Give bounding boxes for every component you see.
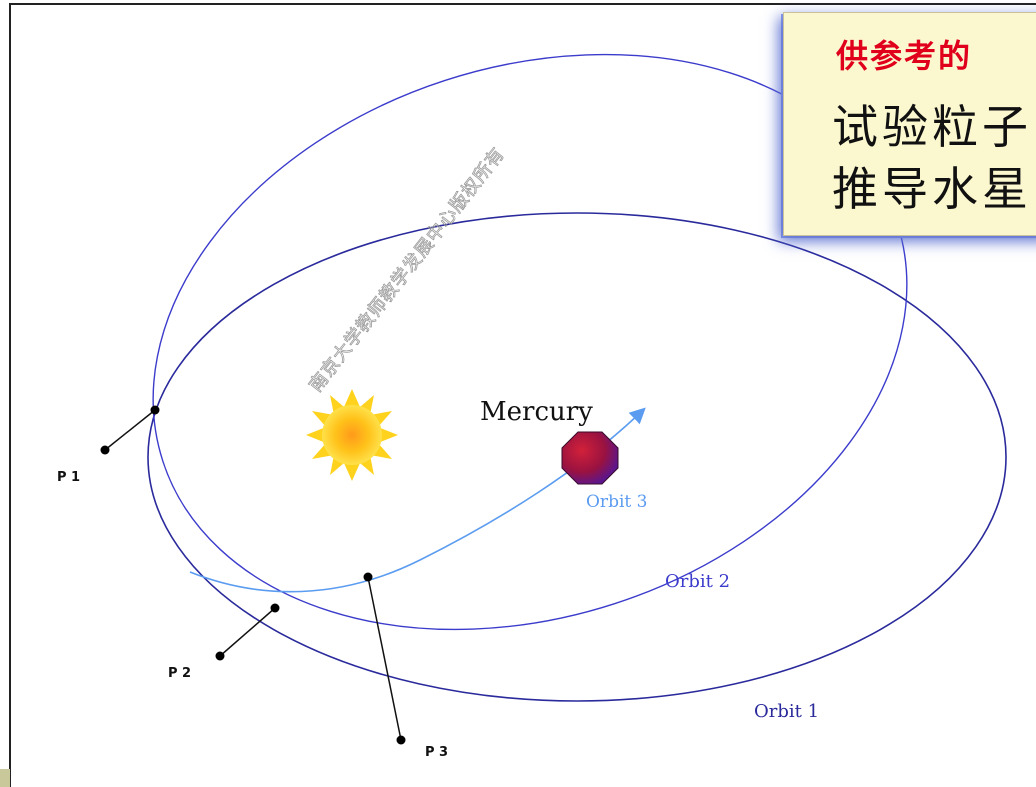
orbit-1-label: Orbit 1 xyxy=(754,701,819,722)
mercury-planet xyxy=(561,431,619,485)
p2-point-orbit xyxy=(270,603,280,613)
p3-point-outer xyxy=(396,735,406,745)
callout-heading: 供参考的 xyxy=(836,37,973,75)
callout-line-2: 推导水星 xyxy=(832,162,1032,216)
callout-box: 供参考的 试验粒子 推导水星 xyxy=(783,12,1036,236)
orbit-1-ellipse xyxy=(147,212,1007,702)
watermark-text: 南京大学教师教学发展中心版权所有 xyxy=(305,144,509,396)
orbit-2-label: Orbit 2 xyxy=(665,571,730,592)
p1-point-outer xyxy=(100,445,110,455)
sun-icon xyxy=(306,389,398,481)
p2-label: P 2 xyxy=(168,666,191,681)
mercury-label: Mercury xyxy=(480,397,593,427)
orbit-3-label: Orbit 3 xyxy=(586,492,647,512)
corner-accent xyxy=(0,769,10,787)
p1-point-orbit xyxy=(150,405,160,415)
page-border xyxy=(9,3,1036,787)
p2-point-outer xyxy=(215,651,225,661)
p1-leader xyxy=(104,409,156,451)
p3-leader xyxy=(367,576,402,741)
p1-label: P 1 xyxy=(57,470,80,485)
p3-point-orbit xyxy=(363,572,373,582)
p2-leader xyxy=(219,607,276,657)
p3-label: P 3 xyxy=(425,745,448,760)
callout-line-1: 试验粒子 xyxy=(832,100,1032,154)
